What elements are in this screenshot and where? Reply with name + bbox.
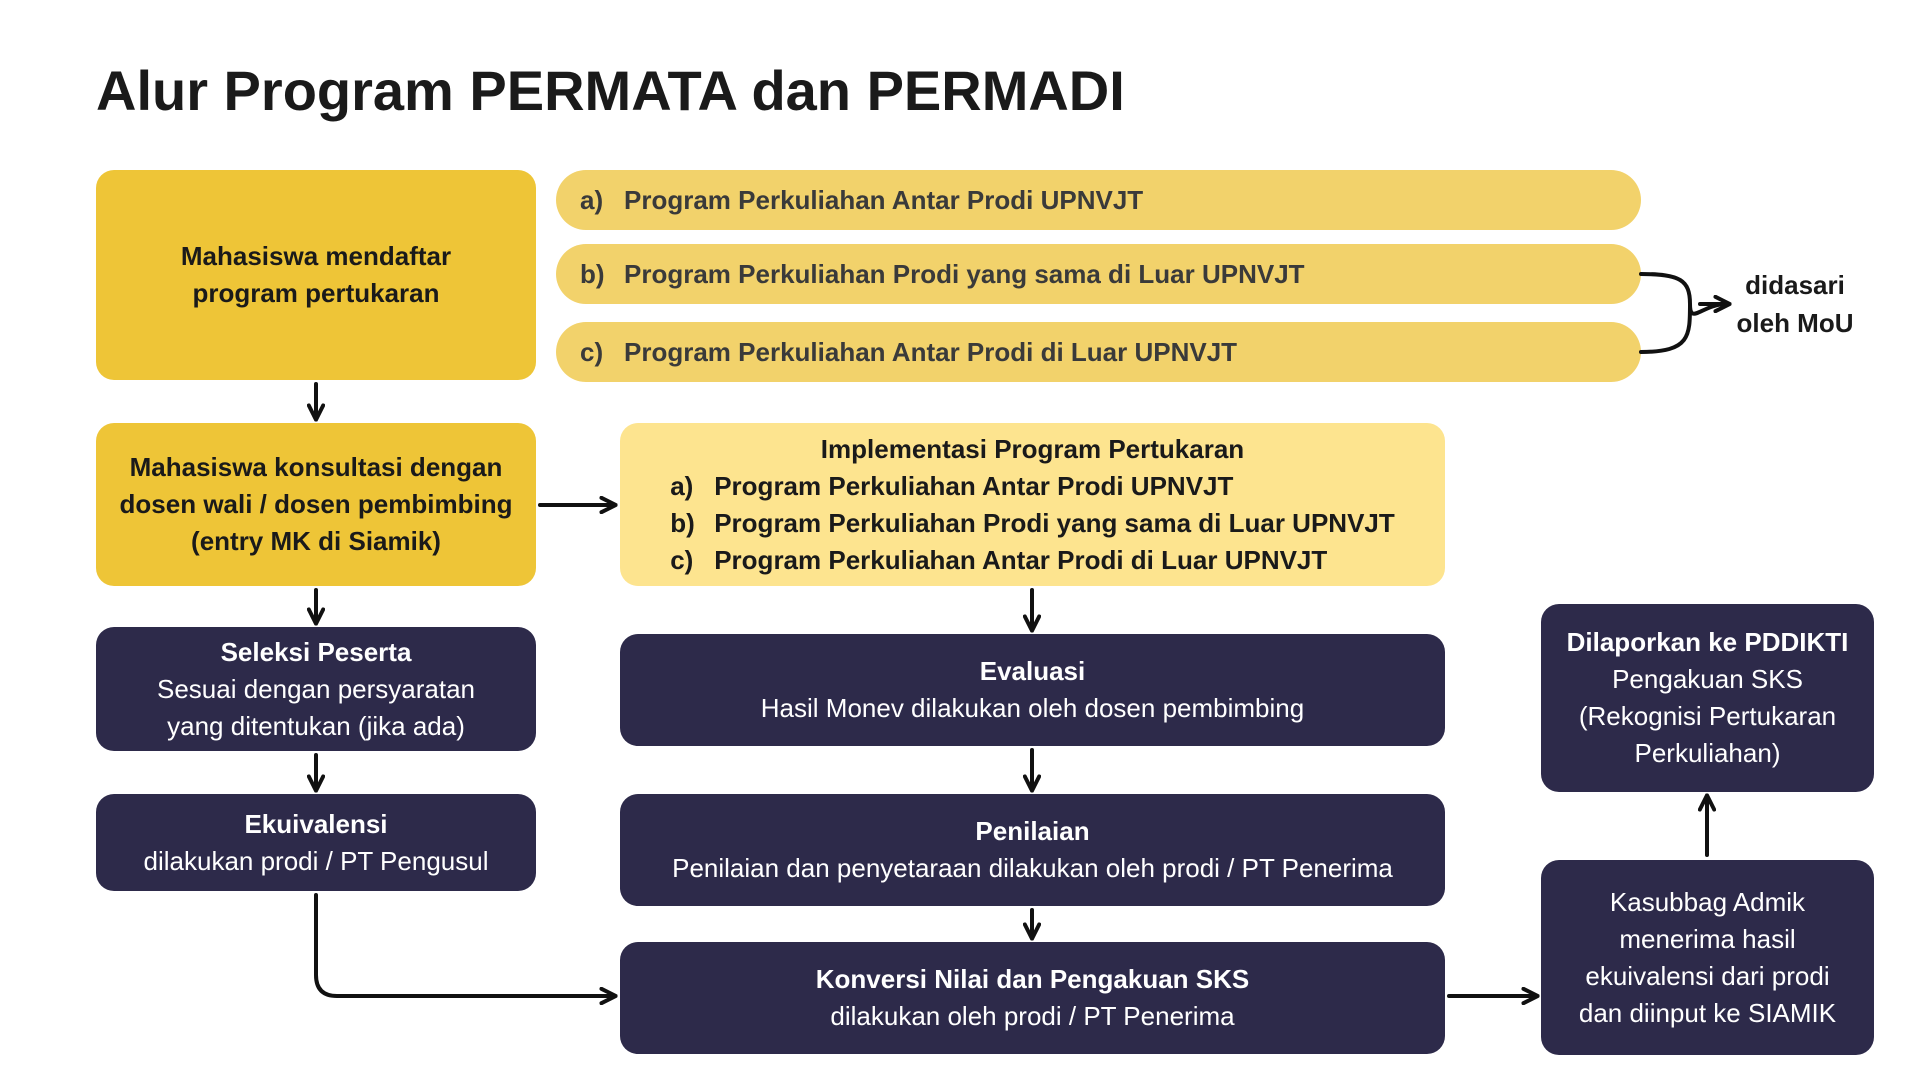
- equivalence-title: Ekuivalensi: [244, 808, 388, 839]
- register-line-1: Mahasiswa mendaftar: [180, 241, 452, 271]
- implementation-item-b-label: Program Perkuliahan Prodi yang sama di L…: [714, 507, 1395, 538]
- admik-line-3: ekuivalensi dari prodi: [1585, 960, 1830, 991]
- register-line-2: program pertukaran: [192, 278, 440, 308]
- evaluation-box: Evaluasi Hasil Monev dilakukan oleh dose…: [620, 634, 1445, 746]
- assessment-line-1: Penilaian dan penyetaraan dilakukan oleh…: [672, 853, 1393, 883]
- implementation-item-c-marker: c): [670, 544, 694, 575]
- program-pill-b-label: Program Perkuliahan Prodi yang sama di L…: [624, 258, 1305, 289]
- evaluation-title: Evaluasi: [979, 656, 1086, 686]
- report-line-2: (Rekognisi Pertukaran: [1578, 701, 1837, 731]
- report-line-1: Pengakuan SKS: [1612, 664, 1803, 694]
- program-pill-c-marker: c): [580, 336, 604, 367]
- selection-line-1: Sesuai dengan persyaratan: [156, 673, 475, 704]
- implementation-item-a-marker: a): [670, 470, 694, 501]
- admik-line-4: dan diinput ke SIAMIK: [1578, 997, 1837, 1028]
- brace-icon: [1639, 272, 1729, 354]
- equivalence-box: Ekuivalensi dilakukan prodi / PT Pengusu…: [96, 794, 536, 891]
- page-title: Alur Program PERMATA dan PERMADI: [96, 59, 1125, 122]
- implementation-item-a: a) Program Perkuliahan Antar Prodi UPNVJT: [670, 468, 1395, 505]
- consult-line-3: (entry MK di Siamik): [191, 526, 441, 556]
- admik-line-2: menerima hasil: [1619, 923, 1796, 954]
- mou-note-line-1: didasari: [1745, 270, 1845, 300]
- conversion-box: Konversi Nilai dan Pengakuan SKS dilakuk…: [620, 942, 1445, 1054]
- evaluation-line-1: Hasil Monev dilakukan oleh dosen pembimb…: [760, 693, 1305, 723]
- implementation-item-a-label: Program Perkuliahan Antar Prodi UPNVJT: [714, 470, 1234, 501]
- program-pill-a-label: Program Perkuliahan Antar Prodi UPNVJT: [624, 184, 1144, 215]
- assessment-title: Penilaian: [975, 816, 1090, 846]
- implementation-content: Implementasi Program Pertukaran a) Progra…: [670, 431, 1395, 579]
- equivalence-line-1: dilakukan prodi / PT Pengusul: [143, 845, 489, 876]
- program-pill-a: a) Program Perkuliahan Antar Prodi UPNVJ…: [556, 170, 1641, 230]
- implementation-item-b: b) Program Perkuliahan Prodi yang sama di…: [670, 505, 1395, 542]
- implementation-title: Implementasi Program Pertukaran: [820, 433, 1245, 464]
- program-pill-b: b) Program Perkuliahan Prodi yang sama d…: [556, 244, 1641, 304]
- admik-line-1: Kasubbag Admik: [1609, 886, 1806, 917]
- report-title: Dilaporkan ke PDDIKTI: [1566, 627, 1849, 657]
- mou-note: didasari oleh MoU: [1720, 266, 1870, 342]
- report-line-3: Perkuliahan): [1634, 738, 1781, 768]
- admik-box: Kasubbag Admik menerima hasil ekuivalens…: [1541, 860, 1874, 1055]
- implementation-item-c: c) Program Perkuliahan Antar Prodi di Lua…: [670, 542, 1395, 579]
- program-pill-c: c) Program Perkuliahan Antar Prodi di Lu…: [556, 322, 1641, 382]
- implementation-box: Implementasi Program Pertukaran a) Progra…: [620, 423, 1445, 586]
- conversion-title: Konversi Nilai dan Pengakuan SKS: [815, 964, 1250, 994]
- program-pill-c-label: Program Perkuliahan Antar Prodi di Luar …: [624, 336, 1238, 367]
- implementation-item-b-marker: b): [670, 507, 695, 538]
- mou-note-line-2: oleh MoU: [1736, 308, 1854, 338]
- register-box: Mahasiswa mendaftar program pertukaran: [96, 170, 536, 380]
- selection-title: Seleksi Peserta: [220, 636, 412, 667]
- report-box: Dilaporkan ke PDDIKTI Pengakuan SKS (Rek…: [1541, 604, 1874, 792]
- assessment-box: Penilaian Penilaian dan penyetaraan dila…: [620, 794, 1445, 906]
- selection-box: Seleksi Peserta Sesuai dengan persyarata…: [96, 627, 536, 751]
- conversion-line-1: dilakukan oleh prodi / PT Penerima: [830, 1001, 1235, 1031]
- consult-box: Mahasiswa konsultasi dengan dosen wali /…: [96, 423, 536, 586]
- arrow-equivalence-to-conversion: [314, 893, 614, 996]
- program-pill-b-marker: b): [580, 258, 605, 289]
- consult-line-1: Mahasiswa konsultasi dengan: [129, 452, 503, 482]
- selection-line-2: yang ditentukan (jika ada): [167, 710, 465, 741]
- program-pill-a-marker: a): [580, 184, 604, 215]
- consult-line-2: dosen wali / dosen pembimbing: [119, 489, 513, 519]
- implementation-item-c-label: Program Perkuliahan Antar Prodi di Luar …: [714, 544, 1328, 575]
